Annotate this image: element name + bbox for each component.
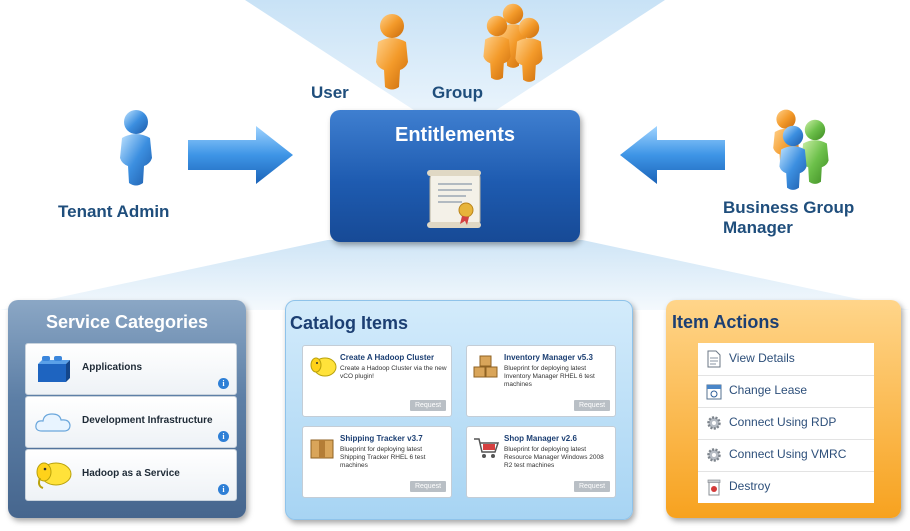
blocks-icon <box>38 356 70 382</box>
catalog-card-shipping-tracker[interactable]: Shipping Tracker v3.7 Blueprint for depl… <box>302 426 452 498</box>
gear-icon <box>707 448 721 462</box>
catalog-card-inventory-manager[interactable]: Inventory Manager v5.3 Blueprint for dep… <box>466 345 616 417</box>
tenant-admin-person-icon <box>120 110 152 186</box>
catalog-card-shop-manager[interactable]: Shop Manager v2.6 Blueprint for deployin… <box>466 426 616 498</box>
catalog-card-description: Blueprint for deploying latest Resource … <box>504 446 604 469</box>
package-box-icon <box>310 439 334 459</box>
info-icon[interactable]: i <box>218 431 229 442</box>
action-connect-rdp[interactable]: Connect Using RDP <box>698 407 874 440</box>
catalog-items-title: Catalog Items <box>290 313 409 333</box>
boxes-icon <box>473 355 498 378</box>
right-arrow-icon <box>188 126 293 184</box>
action-label: Connect Using RDP <box>729 415 837 429</box>
lease-icon <box>706 384 722 400</box>
entitlements-title: Entitlements <box>394 124 516 146</box>
service-category-label: Development Infrastructure <box>82 415 213 426</box>
catalog-card-description: Blueprint for deploying latest Inventory… <box>504 365 595 388</box>
user-person-icon <box>376 14 408 90</box>
action-label: Change Lease <box>729 383 808 397</box>
catalog-card-title: Shipping Tracker v3.7 <box>340 434 423 443</box>
service-category-hadoop[interactable]: Hadoop as a Service i <box>25 449 237 501</box>
left-arrow-icon <box>620 126 725 184</box>
action-change-lease[interactable]: Change Lease <box>698 375 874 408</box>
info-icon[interactable]: i <box>218 484 229 495</box>
catalog-card-title: Create A Hadoop Cluster <box>340 353 435 362</box>
group-people-icon <box>483 3 543 82</box>
cloud-icon <box>35 413 71 432</box>
catalog-card-title: Inventory Manager v5.3 <box>504 353 593 362</box>
group-label: Group <box>432 83 483 102</box>
hadoop-elephant-icon <box>310 357 337 377</box>
catalog-card-description: Create a Hadoop Cluster via the new vCO … <box>340 365 447 380</box>
service-category-development-infrastructure[interactable]: Development Infrastructure i <box>25 396 237 448</box>
action-label: View Details <box>729 351 795 365</box>
request-button[interactable]: Request <box>574 400 610 411</box>
catalog-card-title: Shop Manager v2.6 <box>504 434 577 443</box>
request-button[interactable]: Request <box>410 400 446 411</box>
item-actions-list: View Details Change Lease Connect Using … <box>698 343 874 503</box>
certificate-scroll-icon <box>427 170 481 228</box>
document-icon <box>707 350 721 368</box>
catalog-items-panel: Catalog Items Create A Hadoop Cluster Cr… <box>285 300 633 520</box>
action-destroy[interactable]: Destroy <box>698 471 874 503</box>
request-button[interactable]: Request <box>574 481 610 492</box>
action-view-details[interactable]: View Details <box>698 343 874 376</box>
service-categories-panel: Service Categories Applications i Develo… <box>8 300 246 518</box>
action-label: Connect Using VMRC <box>729 447 847 461</box>
request-button[interactable]: Request <box>410 481 446 492</box>
hadoop-elephant-icon <box>36 462 72 489</box>
user-label: User <box>311 83 349 102</box>
info-icon[interactable]: i <box>218 378 229 389</box>
entitlements-box: Entitlements <box>330 110 580 242</box>
service-category-label: Hadoop as a Service <box>82 468 180 479</box>
service-category-applications[interactable]: Applications i <box>25 343 237 395</box>
action-connect-vmrc[interactable]: Connect Using VMRC <box>698 439 874 472</box>
shopping-cart-icon <box>474 438 500 458</box>
catalog-card-description: Blueprint for deploying latest Shipping … <box>340 446 426 469</box>
trash-icon <box>707 479 721 496</box>
tenant-admin-label: Tenant Admin <box>58 202 170 221</box>
action-label: Destroy <box>729 479 771 493</box>
gear-icon <box>707 416 721 430</box>
business-group-manager-icon <box>773 109 829 190</box>
catalog-card-hadoop-cluster[interactable]: Create A Hadoop Cluster Create a Hadoop … <box>302 345 452 417</box>
service-categories-title: Service Categories <box>45 312 209 332</box>
item-actions-panel: Item Actions View Details Change Lease C… <box>666 300 901 518</box>
item-actions-title: Item Actions <box>672 312 780 332</box>
service-category-label: Applications <box>82 362 143 373</box>
business-group-manager-label: Business Group Manager <box>723 198 855 237</box>
